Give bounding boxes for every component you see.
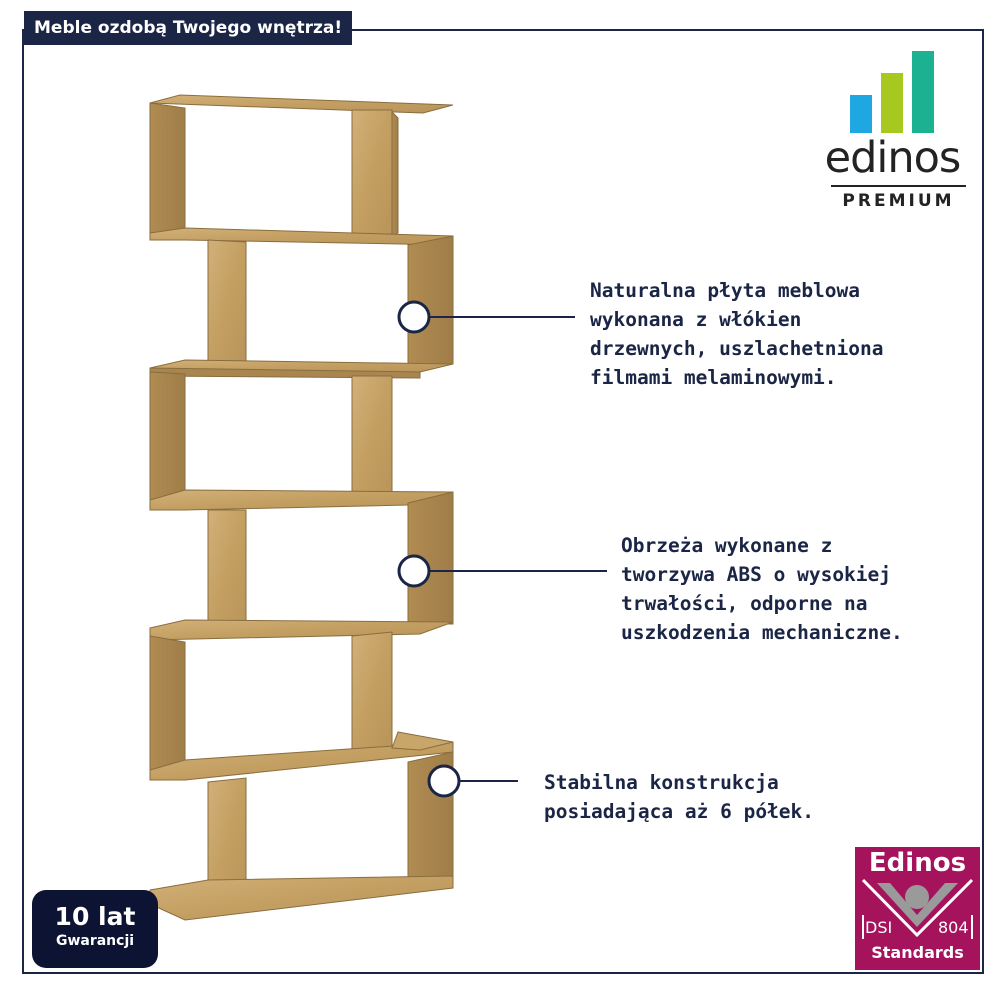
callout-line: Obrzeża wykonane z (621, 534, 833, 557)
callout-line: uszkodzenia mechaniczne. (621, 621, 903, 644)
brand-tagline: PREMIUM (842, 191, 955, 211)
callout-marker-2 (397, 554, 607, 588)
logo-divider (831, 185, 966, 187)
callout-line: Naturalna płyta meblowa (590, 279, 861, 302)
callout-line: drzewnych, uszlachetniona (590, 337, 884, 360)
callout-marker-3 (427, 764, 518, 798)
callout-text-1: Naturalna płyta meblowa wykonana z włóki… (590, 276, 884, 392)
callout-text-3: Stabilna konstrukcja posiadająca aż 6 pó… (544, 768, 814, 826)
badge-subtitle: Standards (871, 943, 964, 962)
callout-line: tworzywa ABS o wysokiej (621, 563, 892, 586)
warranty-years: 10 lat (54, 902, 136, 931)
callout-line: trwałości, odporne na (621, 592, 868, 615)
callout-text-2: Obrzeża wykonane z tworzywa ABS o wysoki… (621, 531, 903, 647)
warranty-label: Gwarancji (55, 933, 135, 949)
badge-title: Edinos (868, 848, 967, 878)
shelf-structure (149, 94, 454, 921)
callout-line: wykonana z włókien (590, 308, 802, 331)
badge-code-left: DSI (865, 918, 893, 937)
product-frame (22, 29, 984, 974)
brand-name: edinos (824, 133, 962, 183)
badge-code-right: 804 (938, 918, 969, 937)
header-title: Meble ozdobą Twojego wnętrza! (24, 11, 353, 45)
standards-badge: Edinos DSI 804 Standards (855, 847, 980, 970)
bar-chart-logo-icon (850, 51, 934, 133)
callout-line: Stabilna konstrukcja (544, 771, 779, 794)
callout-marker-1 (397, 300, 575, 334)
callout-line: posiadająca aż 6 półek. (544, 800, 815, 823)
checkmark-emblem-icon (861, 878, 974, 939)
warranty-badge: 10 lat Gwarancji (32, 890, 158, 968)
edinos-logo: edinos PREMIUM (805, 45, 980, 220)
callout-line: filmami melaminowymi. (590, 366, 837, 389)
